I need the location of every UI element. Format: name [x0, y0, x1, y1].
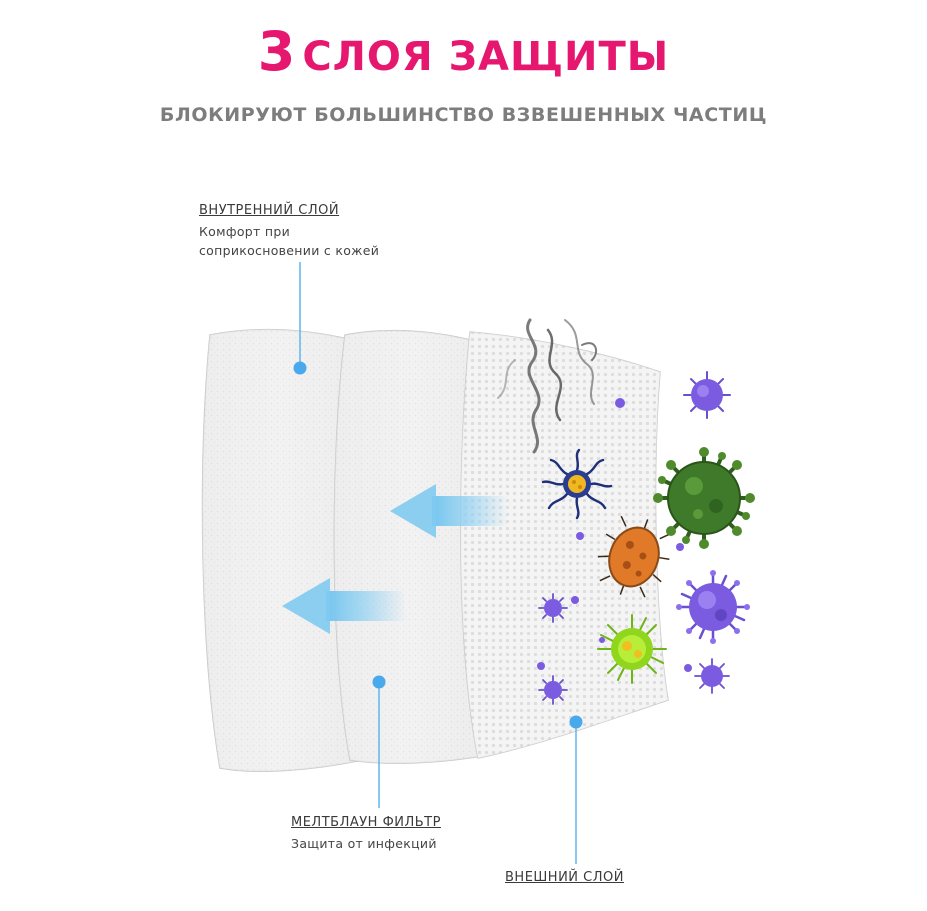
meltblown-layer-description: Защита от инфекций	[291, 834, 441, 853]
callout-meltblown	[372, 675, 386, 808]
meltblown-layer-label: МЕЛТБЛАУН ФИЛЬТР Защита от инфекций	[291, 815, 441, 853]
microbe-icon	[541, 448, 613, 520]
inner-layer-description-line: соприкосновении с кожей	[199, 243, 380, 258]
particle-dots	[537, 398, 692, 672]
smoke-icon	[497, 318, 598, 454]
virus-icon	[676, 570, 750, 644]
bacteria-icon	[597, 515, 671, 598]
meltblown-layer-name: МЕЛТБЛАУН ФИЛЬТР	[291, 815, 441, 830]
inner-layer-description: Комфорт при соприкосновении с кожей	[199, 222, 379, 260]
virus-icon	[694, 658, 730, 694]
inner-layer-description-line: Комфорт при	[199, 224, 291, 239]
virus-icon	[538, 675, 568, 705]
callout-outer	[569, 715, 583, 864]
callout-inner	[293, 262, 307, 375]
title-text: СЛОЯ ЗАЩИТЫ	[302, 34, 670, 80]
title-number: 3	[257, 20, 297, 83]
microbe-icon	[597, 614, 667, 684]
meltblown-layer-description-line: Защита от инфекций	[291, 836, 437, 851]
outer-layer-label: ВНЕШНИЙ СЛОЙ	[505, 870, 624, 889]
inner-layer	[201, 328, 363, 773]
arrow-left-icon	[390, 484, 508, 538]
arrow-left-icon	[282, 578, 406, 634]
virus-icon	[653, 447, 755, 549]
outer-layer-name: ВНЕШНИЙ СЛОЙ	[505, 870, 624, 885]
inner-layer-label: ВНУТРЕННИЙ СЛОЙ Комфорт при соприкоснове…	[199, 203, 379, 260]
virus-icon	[538, 593, 568, 623]
inner-layer-name: ВНУТРЕННИЙ СЛОЙ	[199, 203, 340, 218]
page-subtitle: БЛОКИРУЮТ БОЛЬШИНСТВО ВЗВЕШЕННЫХ ЧАСТИЦ	[159, 104, 768, 126]
virus-icon	[683, 371, 731, 419]
